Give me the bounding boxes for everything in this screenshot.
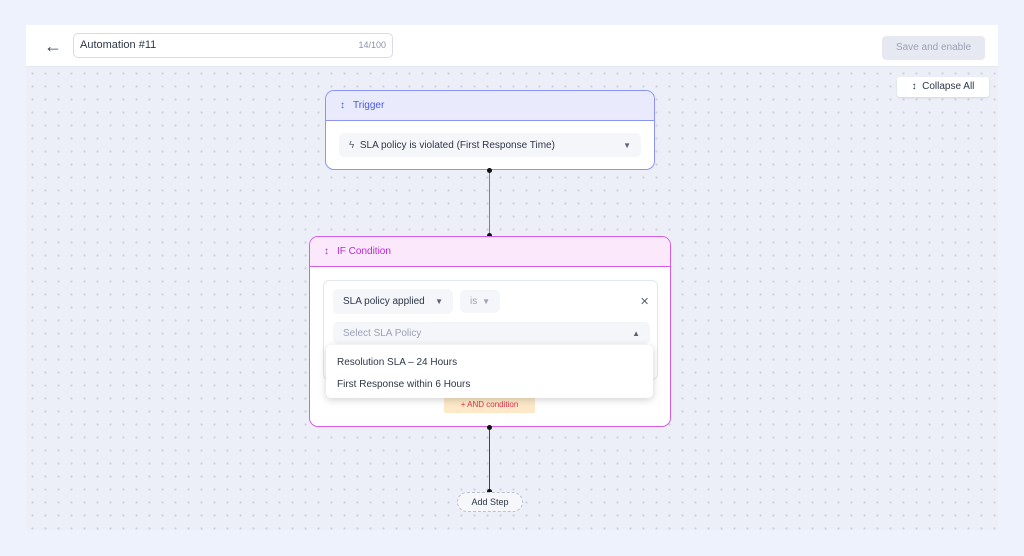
lightning-icon: ϟ [349,139,355,151]
collapse-icon[interactable]: ↕ [340,100,345,111]
connector-dot [487,168,492,173]
operator-select[interactable]: is ▼ [460,290,500,313]
operator-value: is [470,296,478,307]
trigger-event: SLA policy is violated (First Response T… [359,139,555,151]
add-and-condition-button[interactable]: + AND condition [444,396,535,413]
connector-line [489,170,490,236]
trigger-header[interactable]: ↕ Trigger [326,91,654,121]
collapse-all-button[interactable]: ↕ Collapse All [897,77,989,97]
sla-policy-dropdown: Resolution SLA – 24 Hours First Response… [326,345,653,398]
dropdown-option[interactable]: First Response within 6 Hours [337,379,471,390]
caret-down-icon: ▼ [435,297,443,306]
condition-header[interactable]: ↕ IF Condition [310,237,670,267]
condition-title: IF Condition [337,246,391,257]
if-condition-card: ↕ IF Condition SLA policy applied ▼ is ▼ ✕ … [309,236,671,427]
connector-dot [487,489,492,494]
caret-down-icon: ▼ [623,140,631,150]
sla-policy-select[interactable]: Select SLA Policy ▲ [333,322,650,344]
back-arrow-icon[interactable]: ← [44,36,62,56]
caret-up-icon: ▲ [632,328,640,338]
automation-name-input[interactable]: Automation #11 14/100 [73,33,393,58]
remove-condition-icon[interactable]: ✕ [640,296,650,308]
connector-dot [487,425,492,430]
connector-line [489,427,490,492]
collapse-icon: ↕ [911,81,917,92]
trigger-title: Trigger [353,100,385,111]
field-value: SLA policy applied [343,296,425,307]
collapse-icon[interactable]: ↕ [324,246,329,257]
save-and-enable-button[interactable]: Save and enable [882,36,985,60]
header: ← Automation #11 14/100 Save and enable [26,25,998,67]
trigger-event-select[interactable]: ϟ SLA policy is violated (First Response… [339,133,641,157]
dropdown-option[interactable]: Resolution SLA – 24 Hours [337,357,458,368]
sla-policy-placeholder: Select SLA Policy [343,327,422,339]
automation-name: Automation #11 [80,39,157,51]
connector-dot [487,233,492,238]
condition-field-select[interactable]: SLA policy applied ▼ [333,289,453,314]
caret-down-icon: ▼ [482,297,490,306]
char-count: 14/100 [358,40,386,50]
collapse-all-label: Collapse All [922,81,975,92]
trigger-card: ↕ Trigger ϟ SLA policy is violated (First… [325,90,655,170]
condition-row: SLA policy applied ▼ is ▼ ✕ Select SLA Pol… [323,280,658,380]
automation-editor: ← Automation #11 14/100 Save and enable … [26,25,998,530]
add-step-button[interactable]: Add Step [457,492,523,512]
